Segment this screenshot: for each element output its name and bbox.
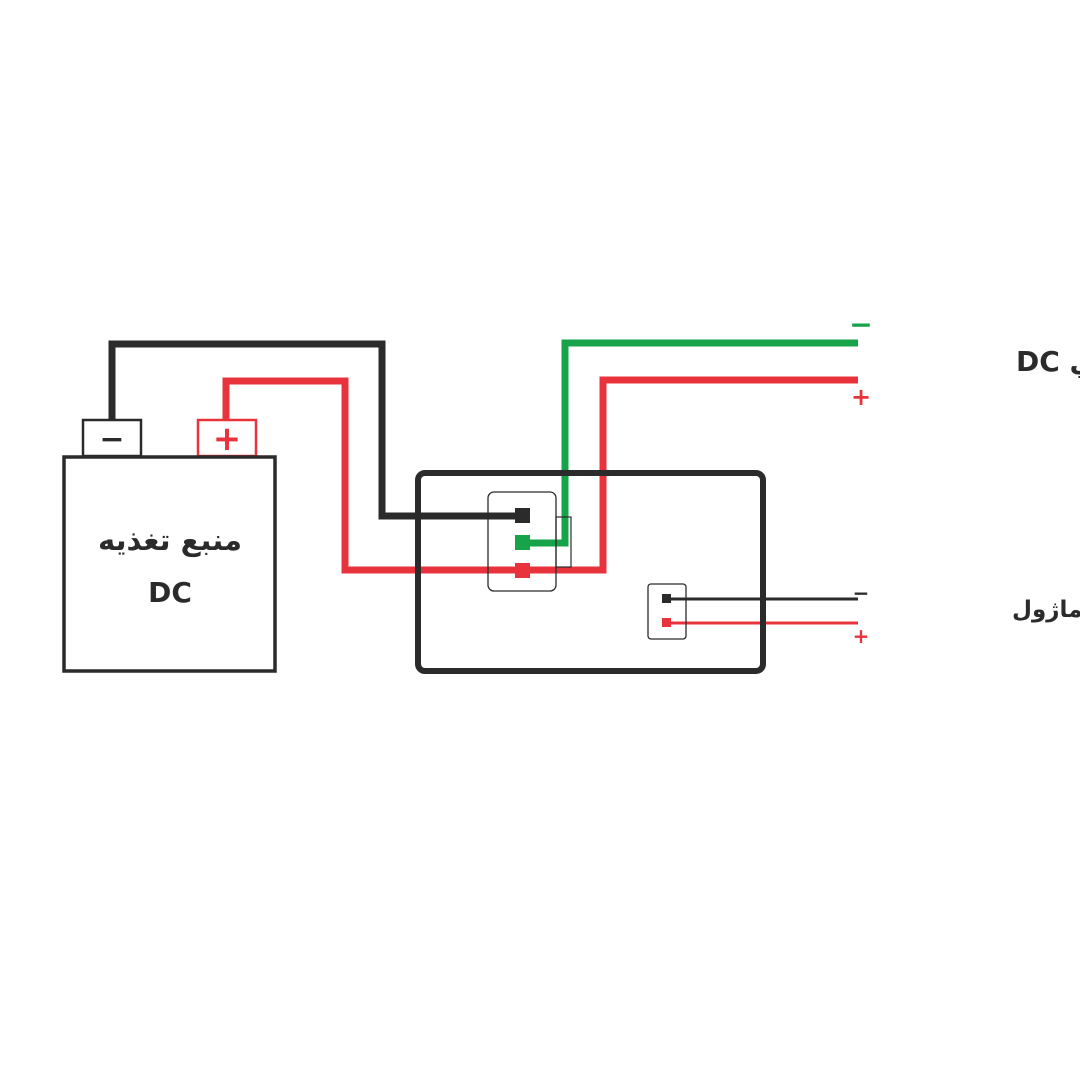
source-label-line1: منبع تغذیه	[98, 523, 242, 557]
module-power-positive-sign: +	[853, 624, 870, 648]
output-positive-sign: +	[851, 383, 871, 411]
terminal-block-power	[647, 583, 687, 640]
module-power: − تغذیه ماژول +	[853, 581, 1080, 648]
pin-input-negative	[515, 508, 530, 523]
terminal-block-main-tab	[555, 516, 572, 568]
dc-output: − خروجي DC +	[849, 308, 1080, 411]
pin-power-positive	[662, 618, 671, 627]
source-label-line2: DC	[148, 576, 192, 609]
output-negative-sign: −	[849, 308, 872, 341]
module-power-label: تغذیه ماژول	[1012, 597, 1080, 623]
terminal-negative-box	[81, 418, 143, 458]
battery-body	[62, 455, 277, 673]
pin-output-negative	[515, 535, 530, 550]
converter-module	[415, 470, 766, 674]
pin-input-positive	[515, 563, 530, 578]
wire-source-positive	[222, 377, 522, 574]
pin-power-negative	[662, 594, 671, 603]
wire-output-negative	[522, 339, 858, 547]
terminal-negative-sign: −	[99, 422, 124, 457]
module-power-negative-sign: −	[853, 581, 870, 605]
wire-source-negative	[108, 340, 522, 520]
module-body	[415, 470, 766, 674]
power-source: − + منبع تغذیه DC	[62, 418, 277, 673]
terminal-positive-sign: +	[213, 419, 242, 459]
output-label: خروجي DC	[1016, 345, 1080, 378]
